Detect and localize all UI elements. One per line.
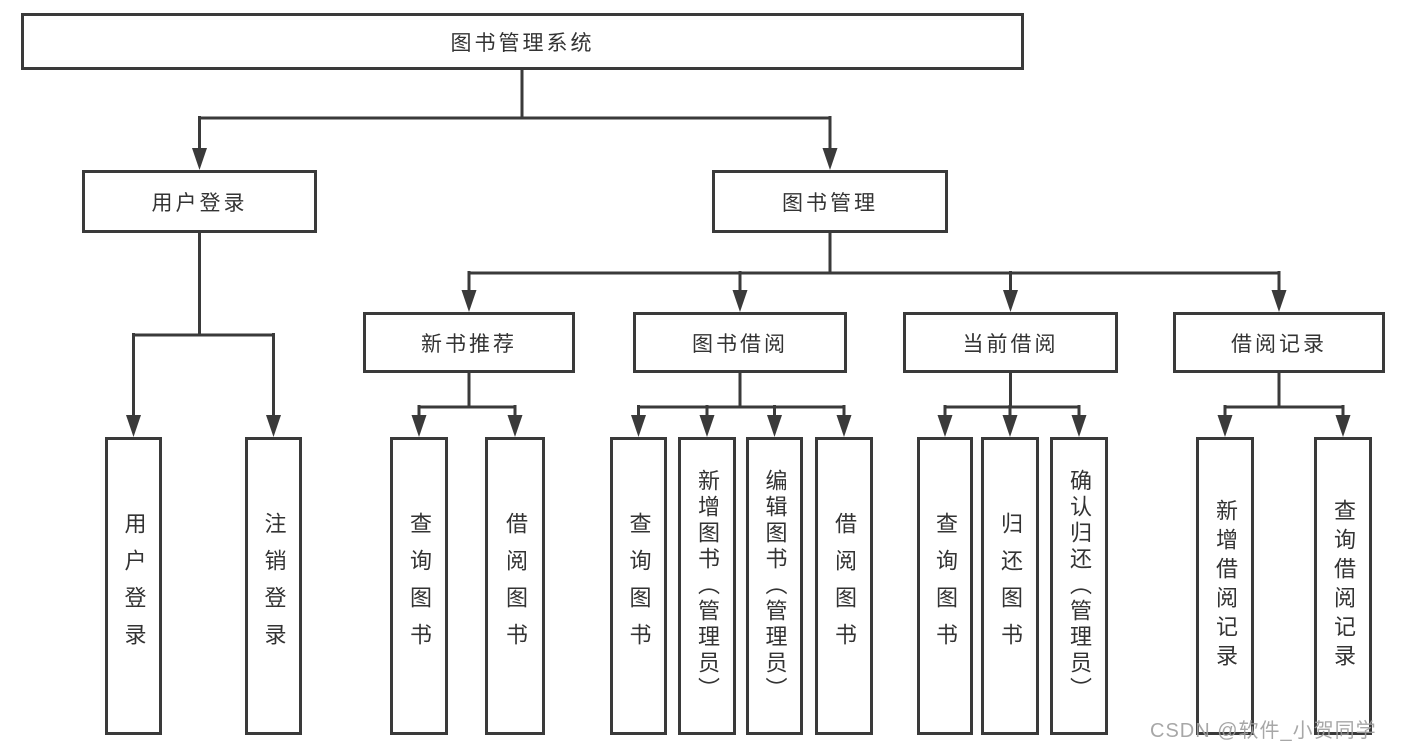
node-current-borrow-label: 当前借阅: [962, 332, 1059, 356]
leaf-cb-confirm-return-admin: 确认归还（管理员）: [1050, 437, 1108, 735]
leaf-logout-label: 注销登录: [261, 512, 287, 660]
leaf-cb-return-books-label: 归还图书: [998, 512, 1023, 660]
node-current-borrow: 当前借阅: [903, 312, 1118, 373]
node-book-management: 图书管理: [712, 170, 948, 233]
leaf-cb-query-books: 查询图书: [917, 437, 973, 735]
node-root-label: 图书管理系统: [450, 31, 595, 55]
leaf-br-add-record: 新增借阅记录: [1196, 437, 1254, 735]
leaf-bb-edit-book-admin-label: 编辑图书（管理员）: [762, 469, 788, 703]
leaf-user-login-label: 用户登录: [121, 512, 147, 660]
leaf-logout: 注销登录: [245, 437, 302, 735]
leaf-nbr-borrow-books-label: 借阅图书: [503, 512, 528, 660]
node-borrow-records-label: 借阅记录: [1231, 332, 1327, 356]
leaf-br-query-record-label: 查询借阅记录: [1331, 499, 1356, 673]
node-book-borrow-label: 图书借阅: [692, 332, 788, 356]
leaf-nbr-query-books: 查询图书: [390, 437, 448, 735]
leaf-bb-query-books: 查询图书: [610, 437, 667, 735]
leaf-user-login: 用户登录: [105, 437, 162, 735]
leaf-bb-add-book-admin: 新增图书（管理员）: [678, 437, 736, 735]
leaf-br-query-record: 查询借阅记录: [1314, 437, 1372, 735]
node-borrow-records: 借阅记录: [1173, 312, 1385, 373]
node-book-borrow: 图书借阅: [633, 312, 847, 373]
node-user-login: 用户登录: [82, 170, 317, 233]
leaf-bb-borrow-books-label: 借阅图书: [832, 512, 857, 660]
leaf-nbr-borrow-books: 借阅图书: [485, 437, 545, 735]
node-book-management-label: 图书管理: [782, 191, 878, 215]
leaf-bb-query-books-label: 查询图书: [626, 512, 652, 660]
leaf-cb-query-books-label: 查询图书: [933, 512, 958, 660]
leaf-cb-return-books: 归还图书: [981, 437, 1039, 735]
node-user-login-label: 用户登录: [151, 191, 248, 215]
leaf-bb-borrow-books: 借阅图书: [815, 437, 873, 735]
node-root: 图书管理系统: [21, 13, 1024, 70]
node-new-book-recommend-label: 新书推荐: [421, 332, 517, 356]
leaf-br-add-record-label: 新增借阅记录: [1213, 499, 1238, 673]
leaf-bb-add-book-admin-label: 新增图书（管理员）: [695, 469, 720, 703]
leaf-cb-confirm-return-admin-label: 确认归还（管理员）: [1067, 469, 1092, 703]
leaf-nbr-query-books-label: 查询图书: [407, 512, 432, 660]
node-new-book-recommend: 新书推荐: [363, 312, 575, 373]
watermark: CSDN @软件_小贺同学: [1150, 720, 1377, 742]
leaf-bb-edit-book-admin: 编辑图书（管理员）: [746, 437, 803, 735]
